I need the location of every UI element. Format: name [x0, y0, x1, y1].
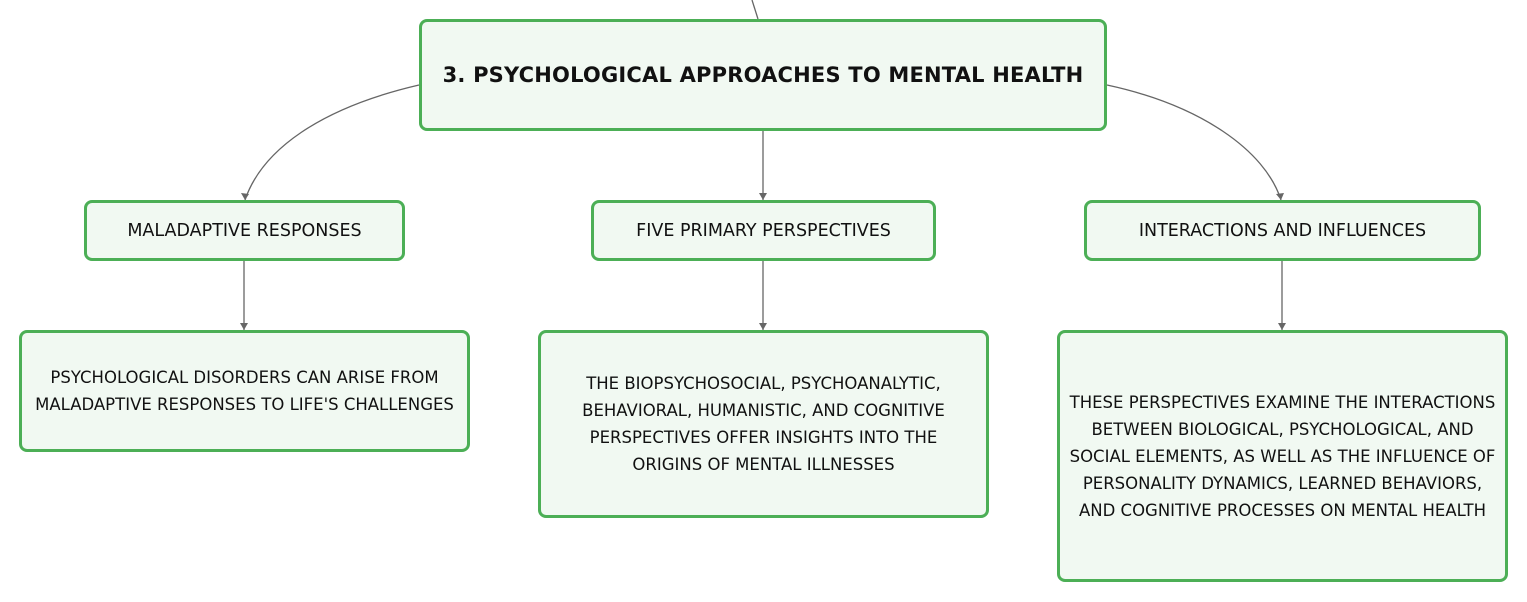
connector-from-parent [751, 0, 759, 20]
arrowhead-interactions-detail [1278, 323, 1286, 330]
branch-node-label: MALADAPTIVE RESPONSES [127, 220, 362, 241]
root-node-label: 3. PSYCHOLOGICAL APPROACHES TO MENTAL HE… [442, 63, 1084, 87]
arrowhead-maladaptive-detail [240, 323, 248, 330]
arrowhead-maladaptive [241, 193, 249, 200]
detail-node-text: THESE PERSPECTIVES EXAMINE THE INTERACTI… [1069, 392, 1496, 520]
branch-node-five-primary-perspectives[interactable]: FIVE PRIMARY PERSPECTIVES [591, 200, 936, 261]
branch-node-maladaptive-responses[interactable]: MALADAPTIVE RESPONSES [84, 200, 405, 261]
detail-node-text: THE BIOPSYCHOSOCIAL, PSYCHOANALYTIC, BEH… [582, 374, 945, 474]
arrowhead-perspectives-detail [759, 323, 767, 330]
detail-node-maladaptive-responses[interactable]: PSYCHOLOGICAL DISORDERS CAN ARISE FROM M… [19, 330, 470, 452]
detail-node-five-primary-perspectives[interactable]: THE BIOPSYCHOSOCIAL, PSYCHOANALYTIC, BEH… [538, 330, 989, 518]
detail-node-text: PSYCHOLOGICAL DISORDERS CAN ARISE FROM M… [35, 368, 454, 414]
branch-node-label: FIVE PRIMARY PERSPECTIVES [636, 220, 891, 241]
branch-node-label: INTERACTIONS AND INFLUENCES [1138, 220, 1427, 241]
root-node[interactable]: 3. PSYCHOLOGICAL APPROACHES TO MENTAL HE… [419, 19, 1107, 131]
connector-root-to-interactions [1106, 84, 1282, 201]
branch-node-interactions-and-influences[interactable]: INTERACTIONS AND INFLUENCES [1084, 200, 1481, 261]
arrowhead-perspectives [759, 193, 767, 200]
detail-node-interactions-and-influences[interactable]: THESE PERSPECTIVES EXAMINE THE INTERACTI… [1057, 330, 1508, 582]
connector-root-to-maladaptive [244, 84, 420, 201]
arrowhead-interactions [1276, 193, 1284, 200]
